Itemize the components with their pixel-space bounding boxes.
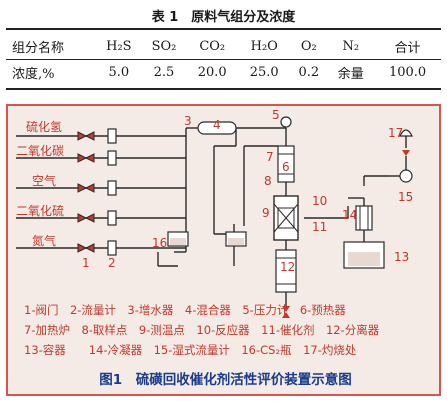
label-12: 12: [280, 260, 296, 274]
label-9: 9: [262, 206, 270, 220]
legend-line-3: 13-容器 14-冷凝器 15-湿式流量计 16-CS₂瓶 17-灼烧处: [24, 343, 357, 357]
gas-label-air: 空气: [32, 174, 57, 188]
table-row: 浓度,% 5.0 2.5 20.0 25.0 0.2 余量 100.0: [6, 59, 441, 85]
label-8: 8: [264, 174, 272, 188]
header-cell: 组分名称: [12, 40, 65, 56]
table-bottom-rule: [6, 88, 441, 90]
table-top-rule: [6, 28, 441, 30]
figure-box: 硫化氢 二氧化碳 空气 二氧化硫 氮气 1 2 3 4 5 6 7 8 9 10…: [6, 104, 441, 396]
header-cell: O₂: [300, 38, 317, 54]
table-mid-rule: [6, 59, 441, 60]
row-cell: 0.2: [298, 64, 320, 80]
gas-label-n2: 氮气: [32, 234, 57, 248]
label-16: 16: [152, 236, 168, 250]
label-2: 2: [108, 256, 116, 270]
figure-caption: 图1 硫磺回收催化剂活性评价装置示意图: [99, 372, 352, 388]
label-6: 6: [282, 160, 290, 174]
label-5: 5: [272, 108, 280, 122]
label-13: 13: [394, 250, 410, 264]
header-cell: H₂O: [250, 38, 278, 54]
legend-line-2: 7-加热炉 8-取样点 9-测温点 10-反应器 11-催化剂 12-分离器: [24, 323, 380, 337]
gas-label-h2s: 硫化氢: [26, 120, 63, 134]
row-cell: 5.0: [108, 64, 130, 80]
process-diagram: [16, 116, 413, 318]
table-header-row: 组分名称 H₂S SO₂ CO₂ H₂O O₂ N₂ 合计: [6, 33, 441, 59]
legend-line-1: 1-阀门 2-流量计 3-增水器 4-混合器 5-压力计 6-预热器: [24, 303, 346, 317]
header-cell: N₂: [342, 38, 360, 54]
gas-label-co2: 二氧化碳: [16, 144, 65, 158]
header-cell: SO₂: [151, 38, 177, 54]
header-cell: 合计: [394, 40, 421, 56]
label-11: 11: [312, 220, 328, 234]
row-cell: 2.5: [153, 64, 175, 80]
row-cell: 余量: [337, 66, 364, 82]
header-cell: CO₂: [199, 38, 226, 54]
row-cell: 100.0: [388, 64, 427, 80]
gas-label-so2: 二氧化硫: [16, 204, 65, 218]
label-10: 10: [312, 194, 328, 208]
label-1: 1: [82, 256, 90, 270]
label-7: 7: [266, 150, 274, 164]
label-3: 3: [184, 114, 192, 128]
table-title: 表 1 原料气组分及浓度: [151, 10, 296, 25]
label-17: 17: [388, 126, 404, 140]
label-15: 15: [398, 190, 414, 204]
composition-table: 组分名称 H₂S SO₂ CO₂ H₂O O₂ N₂ 合计 浓度,% 5.0 2…: [6, 33, 441, 85]
label-4: 4: [213, 118, 221, 132]
row-cell: 浓度,%: [12, 66, 55, 82]
row-cell: 20.0: [197, 64, 227, 80]
label-14: 14: [342, 208, 358, 222]
row-cell: 25.0: [249, 64, 279, 80]
header-cell: H₂S: [106, 38, 132, 54]
